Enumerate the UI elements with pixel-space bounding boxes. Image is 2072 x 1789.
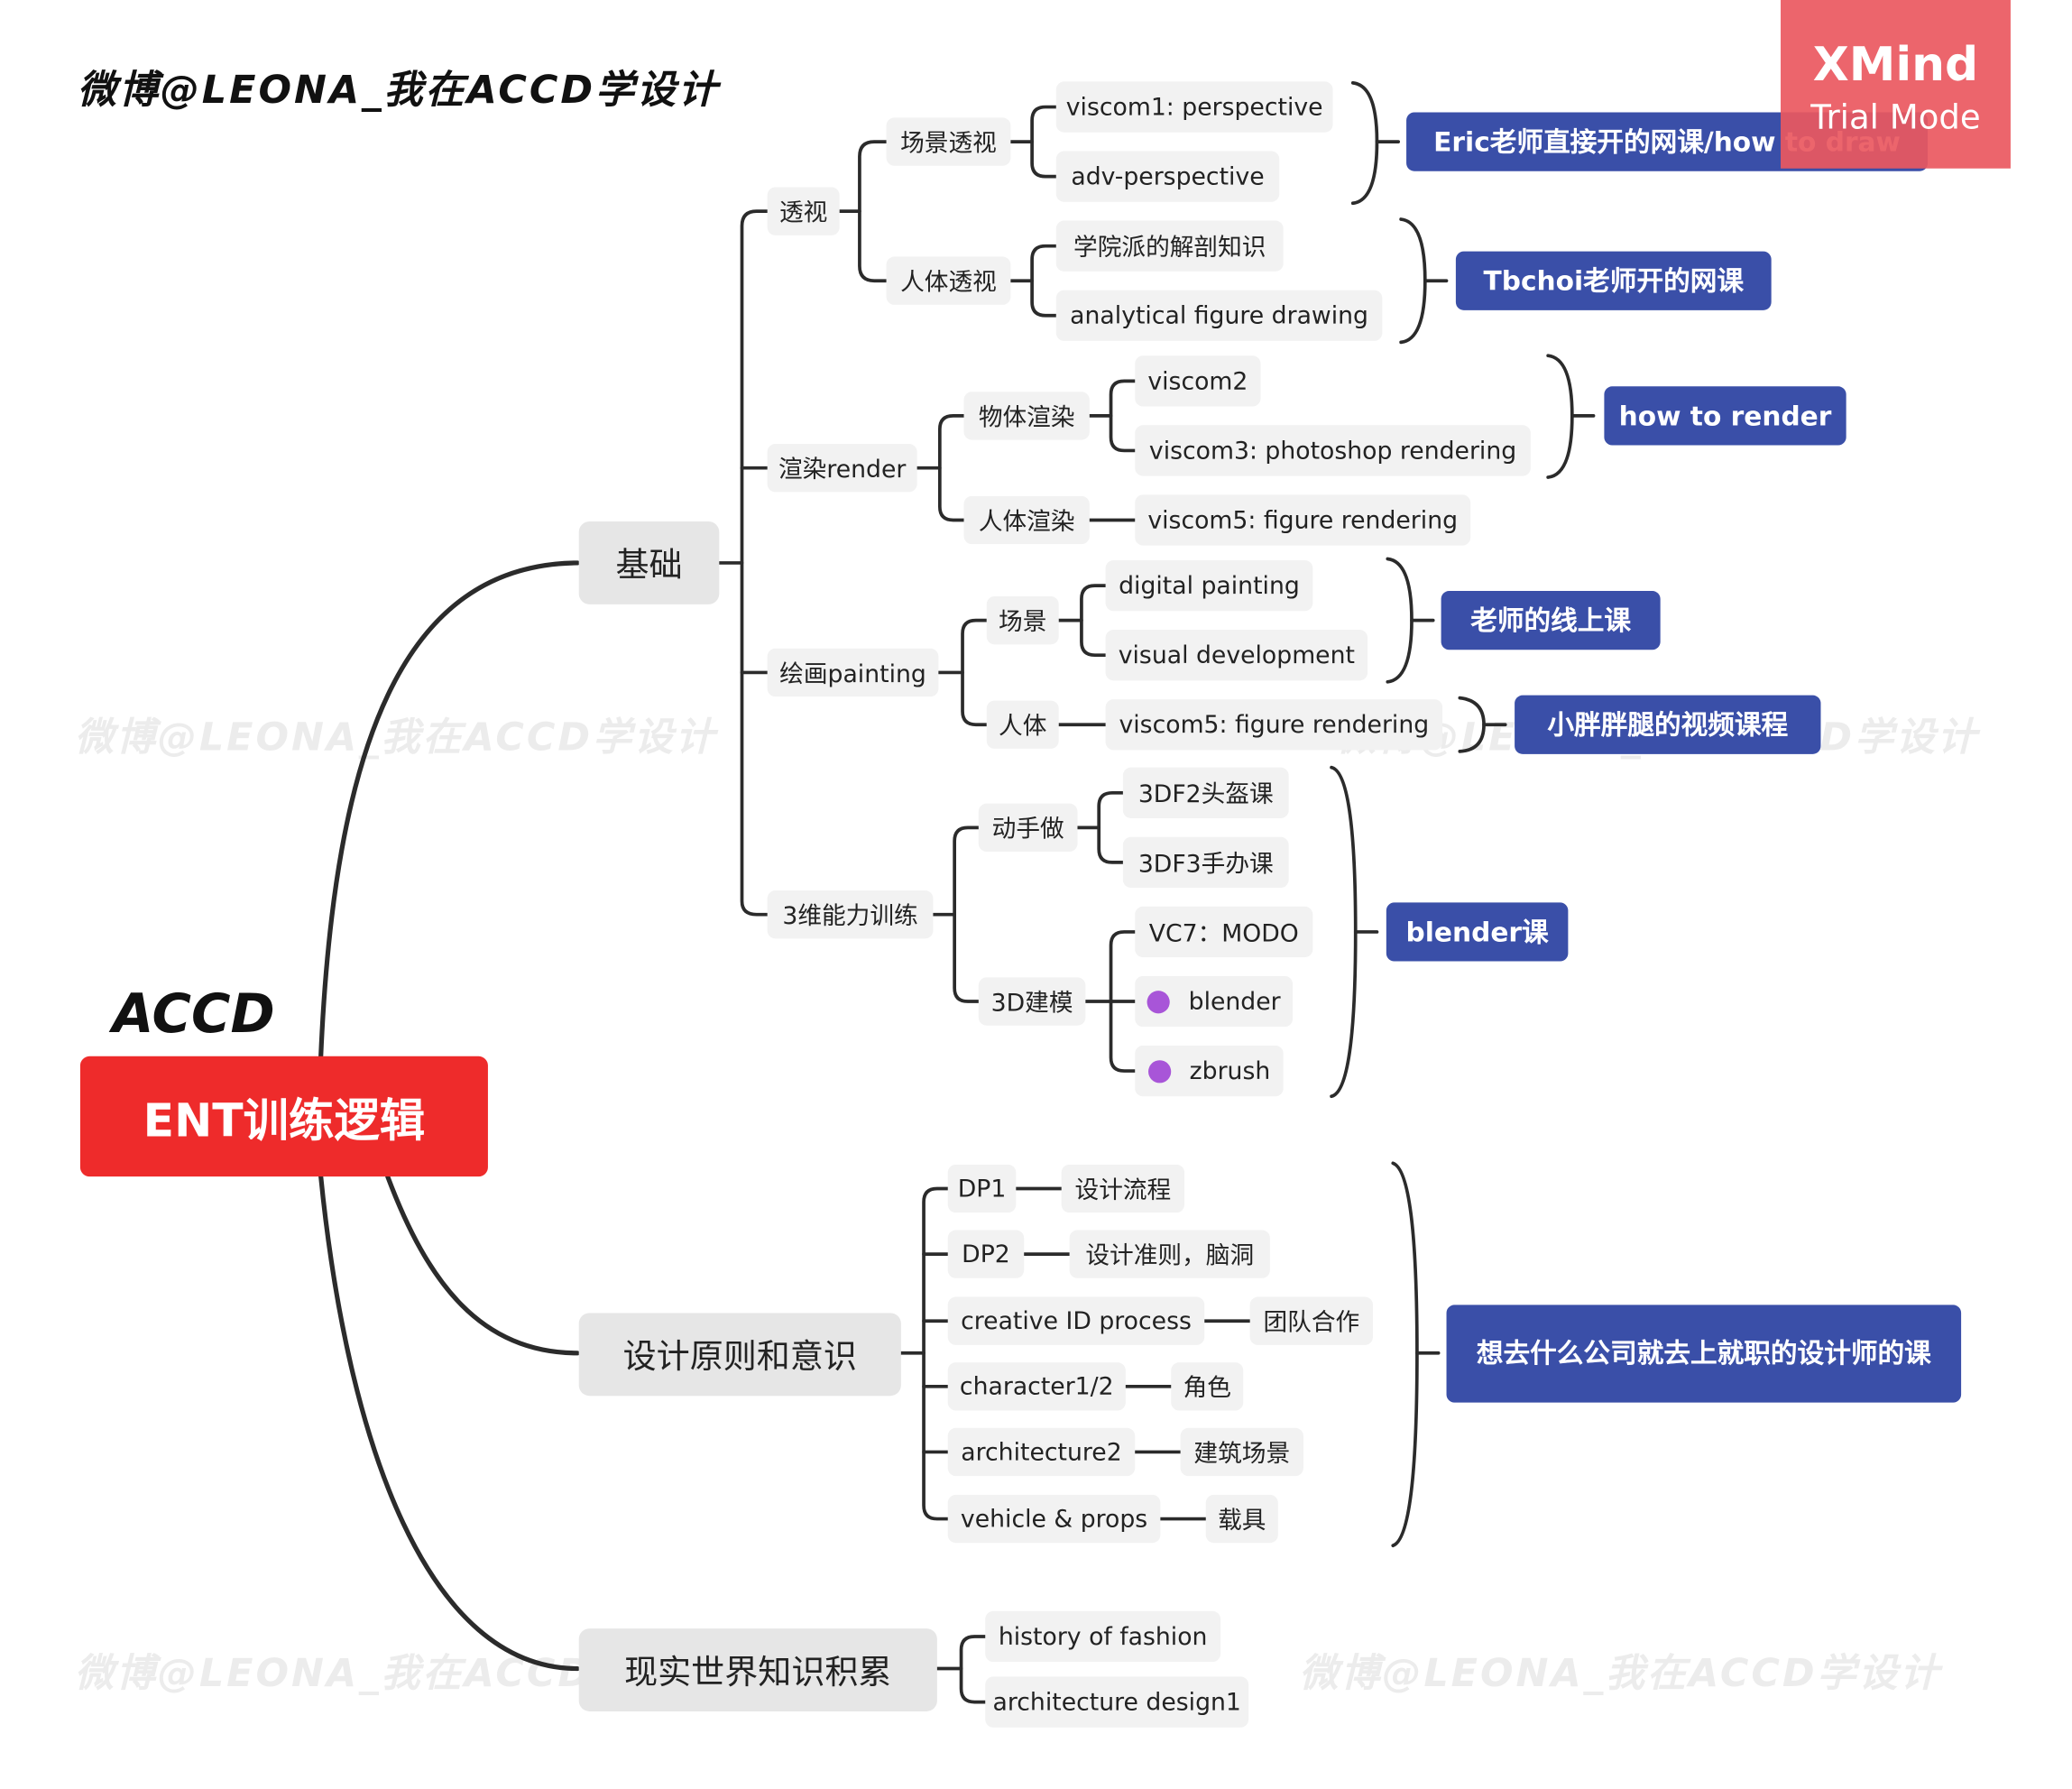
leaf-sheji-zhunze[interactable]: 设计准则，脑洞 [1069,1230,1270,1278]
node-changjing-toushi[interactable]: 场景透视 [886,117,1011,166]
node-wuti-xuanran[interactable]: 物体渲染 [963,392,1090,440]
leaf-viscom5-painting[interactable]: viscom5: figure rendering [1105,699,1443,751]
leaf-digital-painting[interactable]: digital painting [1105,559,1313,612]
note-blender-course[interactable]: blender课 [1386,902,1569,962]
note-company-designer[interactable]: 想去什么公司就去上就职的设计师的课 [1446,1305,1962,1403]
leaf-history-fashion[interactable]: history of fashion [985,1610,1221,1663]
leaf-anatomy[interactable]: 学院派的解剖知识 [1055,220,1284,272]
leaf-jianzhu[interactable]: 建筑场景 [1180,1427,1303,1477]
leaf-3df3[interactable]: 3DF3手办课 [1122,836,1289,889]
node-vehicle[interactable]: vehicle & props [947,1494,1161,1544]
header-watermark-text: 微博@LEONA_我在ACCD学设计 [77,67,720,113]
node-renti-xuanran[interactable]: 人体渲染 [963,495,1090,545]
node-dongshou[interactable]: 动手做 [978,803,1078,853]
node-creative-id[interactable]: creative ID process [947,1296,1205,1345]
leaf-sheji-liucheng[interactable]: 设计流程 [1061,1164,1185,1213]
leaf-blender-label: blender [1188,987,1281,1016]
node-changjing[interactable]: 场景 [986,595,1059,645]
marker-dot-icon [1147,990,1170,1013]
leaf-viscom5-render[interactable]: viscom5: figure rendering [1135,494,1471,546]
leaf-zbrush-label: zbrush [1189,1056,1271,1085]
trial-subtitle: Trial Mode [1810,97,1981,137]
leaf-visual-development[interactable]: visual development [1105,630,1368,681]
node-character[interactable]: character1/2 [947,1362,1126,1411]
node-dp2[interactable]: DP2 [947,1230,1025,1278]
leaf-architecture-design1[interactable]: architecture design1 [985,1676,1249,1728]
leaf-blender[interactable]: blender [1135,975,1294,1028]
leaf-tuandui[interactable]: 团队合作 [1249,1296,1374,1345]
node-renti[interactable]: 人体 [986,700,1059,749]
trial-mode-banner[interactable]: XMind Trial Mode [1781,0,2011,169]
leaf-viscom1[interactable]: viscom1: perspective [1055,81,1333,133]
leaf-zaiju[interactable]: 载具 [1205,1494,1278,1544]
node-xianshi[interactable]: 现实世界知识积累 [578,1628,937,1711]
node-jianmo[interactable]: 3D建模 [978,977,1086,1026]
leaf-analytical-figure[interactable]: analytical figure drawing [1055,290,1383,341]
leaf-juese[interactable]: 角色 [1171,1362,1244,1411]
node-sheji[interactable]: 设计原则和意识 [578,1313,901,1397]
marker-dot-icon [1147,1059,1171,1083]
root-node[interactable]: ENT训练逻辑 [79,1056,488,1177]
node-painting[interactable]: 绘画painting [767,648,939,697]
node-dp1[interactable]: DP1 [947,1164,1017,1213]
node-architecture2[interactable]: architecture2 [947,1427,1136,1477]
accd-label: ACCD [112,983,275,1046]
node-renti-toushi[interactable]: 人体透视 [886,256,1011,305]
trial-title: XMind [1812,38,1979,93]
leaf-viscom3[interactable]: viscom3: photoshop rendering [1135,425,1531,476]
node-sanwei[interactable]: 3维能力训练 [767,890,934,939]
leaf-viscom2[interactable]: viscom2 [1135,355,1261,407]
leaf-3df2[interactable]: 3DF2头盔课 [1122,767,1289,818]
node-toushi[interactable]: 透视 [767,187,840,235]
note-teacher-online[interactable]: 老师的线上课 [1441,591,1661,650]
watermark-text: 微博@LEONA_我在ACCD学设计 [74,714,717,760]
note-tbchoi-course[interactable]: Tbchoi老师开的网课 [1455,251,1772,310]
node-render[interactable]: 渲染render [767,444,917,493]
leaf-adv-perspective[interactable]: adv-perspective [1055,151,1280,202]
note-video-course[interactable]: 小胖胖腿的视频课程 [1515,695,1821,754]
leaf-vc7-modo[interactable]: VC7：MODO [1135,906,1313,958]
watermark-text: 微博@LEONA_我在ACCD学设计 [1299,1649,1942,1696]
leaf-zbrush[interactable]: zbrush [1135,1045,1284,1097]
note-how-to-render[interactable]: how to render [1604,386,1846,446]
node-jichu[interactable]: 基础 [578,521,720,604]
